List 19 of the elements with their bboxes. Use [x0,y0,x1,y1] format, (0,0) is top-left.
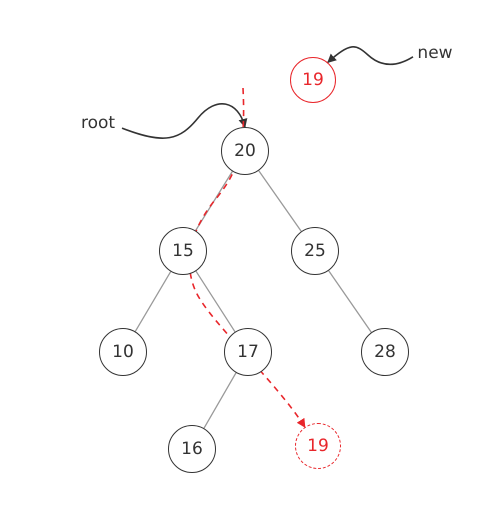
arrow [327,46,414,66]
tree-link [195,171,233,231]
tree-node: 19 [295,423,341,469]
tree-node: 28 [361,328,409,376]
tree-link [328,270,372,333]
tree-link [203,372,237,429]
pointer-label: root [74,111,122,135]
tree-node: 25 [291,227,339,275]
tree-node: 19 [290,57,336,103]
tree-node: 10 [99,328,147,376]
tree-node: 20 [221,127,269,175]
tree-link [134,271,172,332]
pointer-label: new [413,41,457,65]
tree-node: 17 [224,328,272,376]
tree-node: 15 [159,227,207,275]
tree-node: 16 [168,425,216,473]
tree-link [258,170,302,232]
tree-link [195,270,236,332]
arrow [122,103,247,139]
